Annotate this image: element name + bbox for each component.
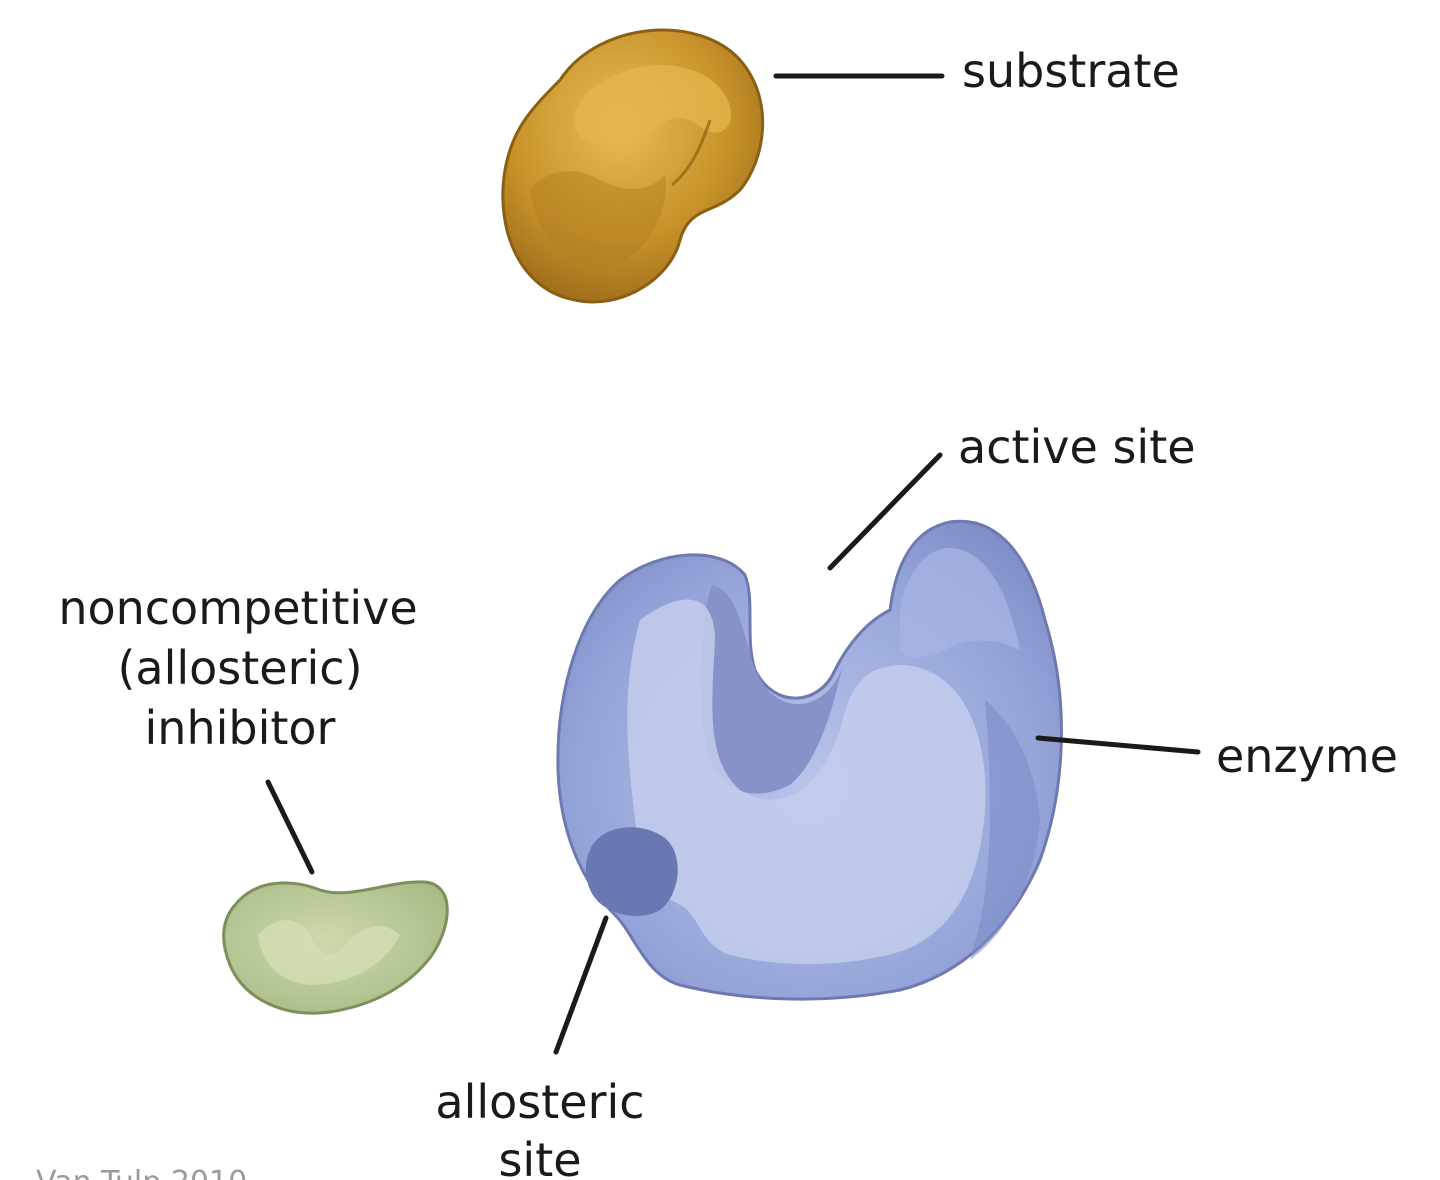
allosteric-site-label-line-2: site bbox=[498, 1133, 581, 1180]
substrate-shape bbox=[501, 28, 765, 304]
substrate-label: substrate bbox=[962, 44, 1180, 98]
credit-text: Van Tulp 2010 bbox=[36, 1165, 247, 1180]
active-site-label: active site bbox=[958, 420, 1196, 474]
inhibitor-label-line-1: noncompetitive bbox=[58, 581, 417, 635]
active-site-leader-line bbox=[827, 452, 943, 571]
enzyme-shape bbox=[556, 519, 1063, 1001]
inhibitor-shape bbox=[222, 880, 449, 1015]
allosteric-site-label-line-1: allosteric bbox=[435, 1075, 644, 1129]
inhibitor-label: noncompetitive (allosteric) inhibitor bbox=[58, 581, 417, 755]
enzyme-leader-line bbox=[1035, 735, 1201, 755]
allosteric-site-leader-line bbox=[553, 915, 609, 1055]
inhibitor-label-line-2: (allosteric) bbox=[117, 641, 362, 695]
enzyme-label: enzyme bbox=[1216, 729, 1398, 783]
inhibitor-leader-line bbox=[265, 779, 315, 875]
allosteric-site-label: allosteric site bbox=[435, 1075, 644, 1180]
inhibitor-label-line-3: inhibitor bbox=[145, 701, 336, 755]
